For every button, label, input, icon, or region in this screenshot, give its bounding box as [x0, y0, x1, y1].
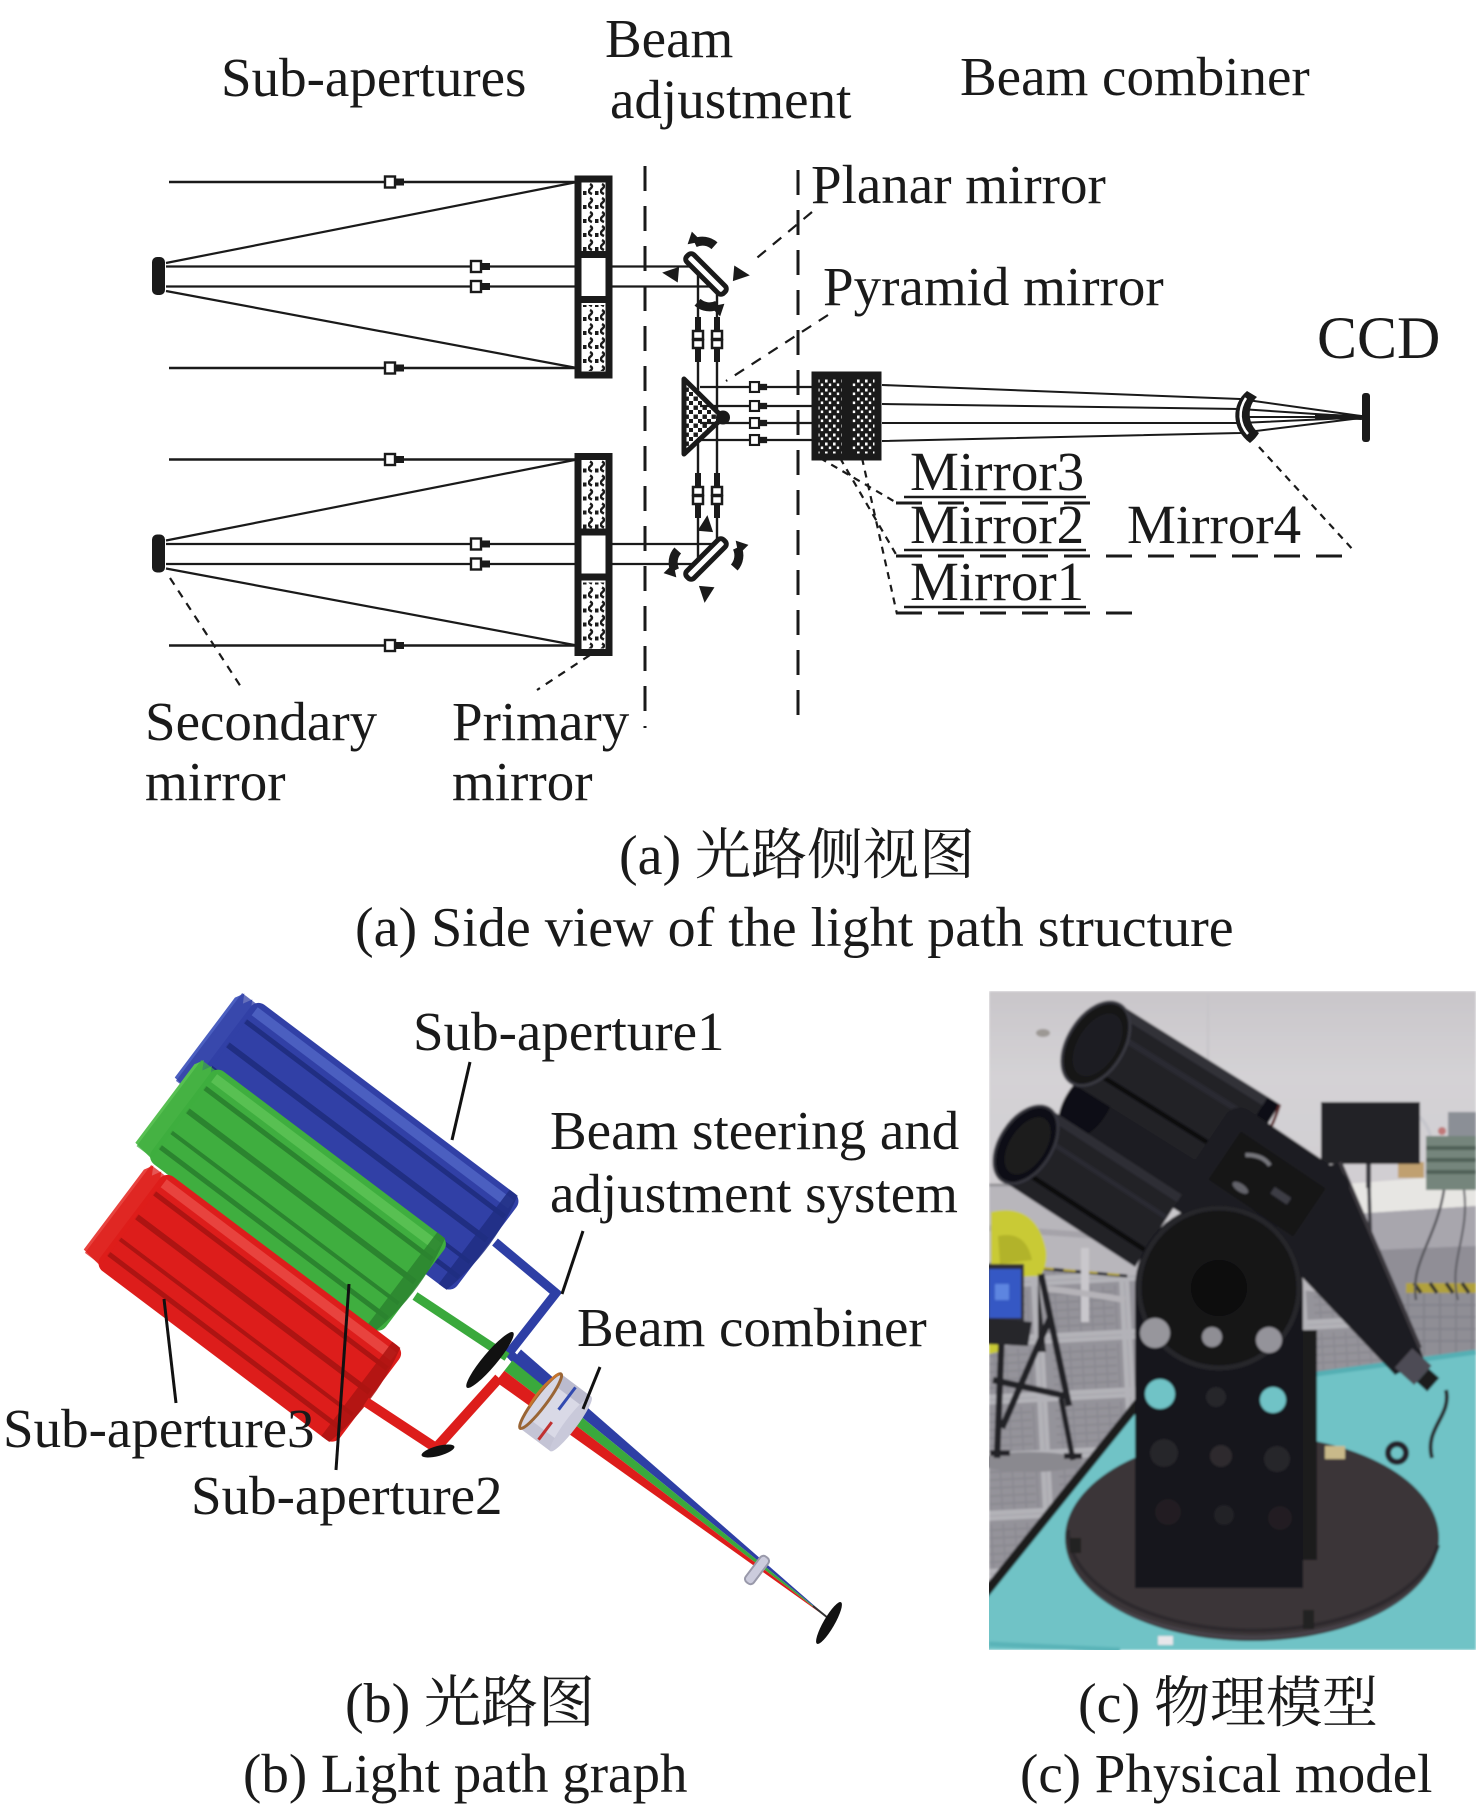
svg-text:(a) Side view of the light pat: (a) Side view of the light path structur… [355, 897, 1234, 959]
svg-text:Planar mirror: Planar mirror [811, 154, 1106, 215]
svg-text:Mirror4: Mirror4 [1127, 494, 1301, 555]
svg-text:Beam: Beam [605, 8, 733, 69]
svg-text:Sub-aperture2: Sub-aperture2 [191, 1465, 503, 1526]
svg-text:Beam combiner: Beam combiner [960, 46, 1310, 107]
svg-text:(c): (c) [1078, 1673, 1154, 1735]
svg-text:Sub-aperture1: Sub-aperture1 [413, 1001, 725, 1062]
svg-text:(c) Physical model: (c) Physical model [1020, 1743, 1432, 1804]
svg-text:Secondary: Secondary [145, 691, 378, 752]
svg-text:mirror: mirror [452, 751, 593, 812]
svg-text:(a): (a) [619, 825, 695, 887]
svg-text:Mirror3: Mirror3 [910, 441, 1084, 502]
svg-text:Beam combiner: Beam combiner [577, 1297, 927, 1358]
svg-text:adjustment system: adjustment system [550, 1163, 958, 1224]
svg-text:Primary: Primary [452, 691, 630, 752]
svg-text:(b) Light path graph: (b) Light path graph [243, 1743, 687, 1804]
svg-text:mirror: mirror [145, 751, 286, 812]
svg-text:(b): (b) [345, 1673, 424, 1735]
svg-text:adjustment: adjustment [610, 69, 851, 130]
svg-text:Beam steering and: Beam steering and [550, 1100, 959, 1161]
svg-text:Sub-apertures: Sub-apertures [221, 47, 526, 108]
svg-text:Mirror2: Mirror2 [910, 494, 1084, 555]
svg-text:Mirror1: Mirror1 [910, 551, 1084, 612]
svg-text:Pyramid mirror: Pyramid mirror [823, 256, 1164, 317]
svg-text:CCD: CCD [1317, 305, 1440, 371]
svg-text:Sub-aperture3: Sub-aperture3 [3, 1398, 315, 1459]
